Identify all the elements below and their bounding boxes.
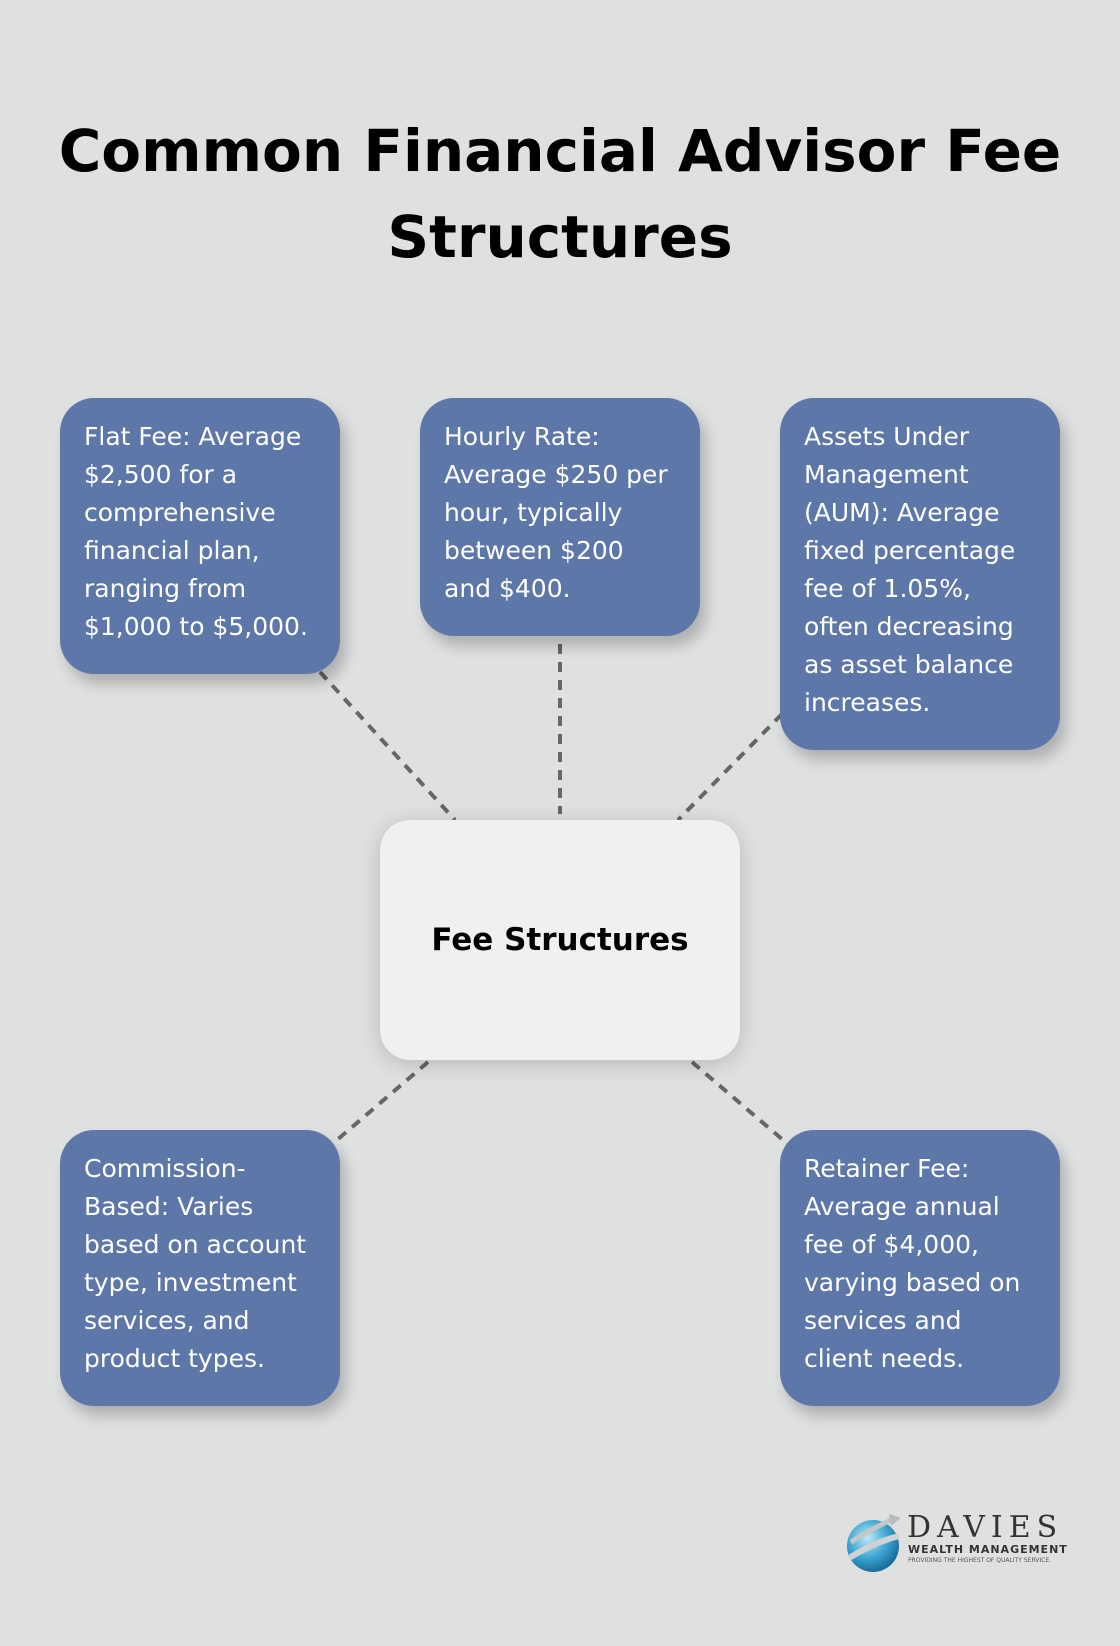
node-flat-fee-text: Flat Fee: Average $2,500 for a comprehen… (84, 422, 308, 641)
connector-aum (676, 712, 784, 822)
logo-tagline: PROVIDING THE HIGHEST OF QUALITY SERVICE… (908, 1557, 1052, 1564)
node-aum-text: Assets Under Management (AUM): Average f… (804, 422, 1016, 717)
node-retainer-text: Retainer Fee: Average annual fee of $4,0… (804, 1154, 1021, 1373)
node-commission-text: Commission-Based: Varies based on accoun… (84, 1154, 307, 1373)
center-label: Fee Structures (431, 922, 689, 958)
connector-retainer (690, 1060, 792, 1148)
node-commission: Commission-Based: Varies based on accoun… (60, 1130, 340, 1406)
node-retainer: Retainer Fee: Average annual fee of $4,0… (780, 1130, 1060, 1406)
center-node: Fee Structures (380, 820, 740, 1060)
node-flat-fee: Flat Fee: Average $2,500 for a comprehen… (60, 398, 340, 674)
logo-name: DAVIES (907, 1510, 1064, 1545)
node-hourly-rate-text: Hourly Rate: Average $250 per hour, typi… (444, 422, 668, 603)
node-aum: Assets Under Management (AUM): Average f… (780, 398, 1060, 750)
page-title: Common Financial Advisor Fee Structures (58, 117, 1062, 271)
logo-subtitle: WEALTH MANAGEMENT (908, 1543, 1068, 1556)
company-logo: DAVIES WEALTH MANAGEMENT PROVIDING THE H… (845, 1512, 1070, 1576)
connector-commission (328, 1060, 430, 1148)
connector-flat-fee (318, 670, 457, 822)
node-hourly-rate: Hourly Rate: Average $250 per hour, typi… (420, 398, 700, 636)
globe-icon (847, 1514, 901, 1572)
